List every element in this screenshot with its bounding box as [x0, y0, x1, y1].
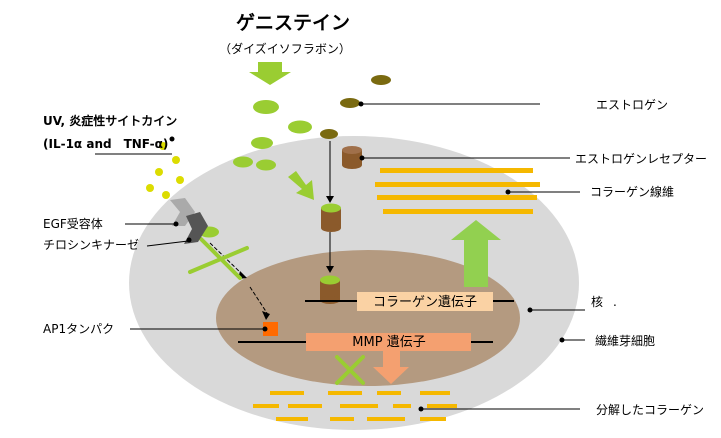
genistein-entry-arrow	[249, 62, 291, 85]
collagen-fiber-label: コラーゲン線維	[590, 184, 674, 199]
title: ゲニステイン	[236, 12, 350, 34]
inhibition-cross-mmp	[335, 355, 365, 385]
signal-arrow-2	[249, 286, 268, 314]
arrowhead	[262, 311, 270, 320]
ap1-protein	[263, 322, 278, 336]
collagen-gene-label: コラーゲン遺伝子	[373, 295, 477, 310]
leader-dot	[173, 221, 179, 227]
nucleus-mark: .	[613, 295, 617, 309]
nuclear-receptor-complex	[320, 275, 340, 304]
fibroblast-label: 繊維芽細胞	[595, 334, 655, 348]
nucleus-label: 核	[591, 295, 603, 309]
leader-tyrosine	[146, 240, 189, 247]
estrogen-receptor	[342, 146, 362, 169]
nucleus	[216, 250, 520, 386]
egf-label: EGF受容体	[43, 216, 103, 231]
receptor-label: エストロゲンレセプター	[575, 152, 707, 166]
arrowhead	[326, 266, 334, 273]
estrogen-label: エストロゲン	[596, 98, 668, 112]
mmp-gene-box	[306, 333, 471, 351]
uv-label: UV, 炎症性サイトカイン	[43, 113, 177, 128]
estrogen-molecule	[320, 129, 338, 139]
tyrosine-label: チロシンキナーゼ	[43, 238, 139, 252]
mmp-degradation-arrow	[373, 351, 409, 384]
degraded-label: 分解したコラーゲン	[596, 403, 704, 417]
genistein-molecule	[253, 100, 279, 114]
genistein-diagonal-arrow	[288, 171, 314, 200]
uv-sub-label: (IL-1α and TNF-α)	[43, 137, 168, 151]
genistein-molecule	[233, 156, 253, 168]
degraded-collagen	[253, 391, 457, 421]
inhibition-cross-kinase	[188, 234, 249, 280]
subtitle: （ダイズイソフラボン）	[219, 41, 351, 56]
receptor-genistein-complex	[321, 203, 341, 232]
collagen-fibers	[375, 168, 540, 214]
genistein-molecule	[288, 120, 312, 134]
genistein-molecule	[256, 159, 276, 171]
ap1-label: AP1タンパク	[43, 322, 114, 336]
leader-dot	[262, 326, 268, 332]
collagen-gene-box	[357, 292, 493, 311]
estrogen-molecule	[371, 75, 391, 85]
leader-dot	[169, 136, 175, 142]
collagen-synthesis-arrow	[451, 220, 501, 287]
arrowhead	[326, 196, 334, 203]
estrogen-molecule	[340, 98, 360, 108]
tyrosine-kinase	[184, 212, 208, 244]
signal-arrow-1	[209, 242, 244, 276]
genistein-molecule	[251, 137, 273, 149]
leader-dot	[186, 237, 192, 243]
cytokine-dots	[146, 142, 184, 199]
mmp-gene-label: MMP 遺伝子	[352, 335, 425, 350]
